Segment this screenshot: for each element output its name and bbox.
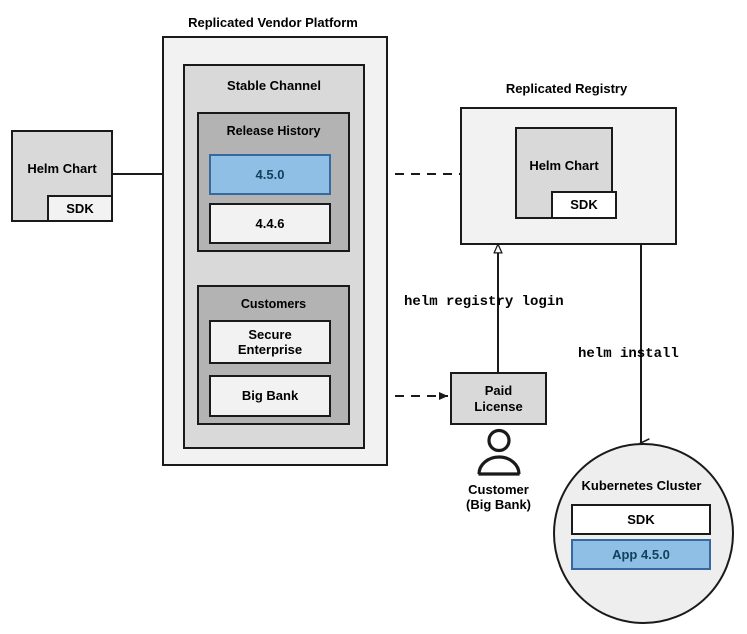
cluster-item-label: App 4.5.0 — [612, 546, 670, 562]
customer-item-big-bank[interactable]: Big Bank — [209, 375, 331, 417]
paid-license-box: Paid License — [450, 372, 547, 425]
kubernetes-cluster-title: Kubernetes Cluster — [581, 478, 702, 493]
source-helm-chart-label: Helm Chart — [27, 161, 97, 177]
source-sdk-label: SDK — [66, 200, 94, 216]
paid-license-line2: License — [474, 398, 523, 414]
customer-name-line2: Enterprise — [237, 342, 303, 357]
paid-license-line1: Paid — [484, 383, 513, 399]
customer-actor-line1: Customer — [468, 482, 529, 497]
vendor-platform-title: Replicated Vendor Platform — [188, 15, 358, 30]
customer-name-line1: Big Bank — [241, 388, 299, 404]
release-item-4-4-6[interactable]: 4.4.6 — [209, 203, 331, 244]
registry-helm-chart-label: Helm Chart — [529, 157, 599, 173]
release-item-4-5-0[interactable]: 4.5.0 — [209, 154, 331, 195]
command-registry-login: helm registry login — [404, 294, 564, 310]
customer-actor-line2: (Big Bank) — [466, 497, 531, 512]
command-helm-install: helm install — [578, 346, 679, 362]
stable-channel-title: Stable Channel — [227, 78, 321, 93]
release-version-label: 4.4.6 — [255, 215, 285, 231]
source-sdk-box: SDK — [47, 195, 113, 222]
cluster-item-app: App 4.5.0 — [571, 539, 711, 570]
registry-title: Replicated Registry — [505, 81, 628, 96]
customer-name-line1: Secure — [248, 326, 292, 342]
customer-item-secure-enterprise[interactable]: Secure Enterprise — [209, 320, 331, 364]
cluster-item-label: SDK — [627, 511, 655, 527]
release-history-title: Release History — [226, 124, 321, 138]
customers-title: Customers — [240, 297, 307, 311]
person-icon — [476, 428, 521, 476]
cluster-item-sdk: SDK — [571, 504, 711, 535]
registry-sdk-label: SDK — [570, 197, 598, 213]
registry-sdk-box: SDK — [551, 191, 617, 219]
customer-actor: Customer (Big Bank) — [438, 428, 559, 512]
release-version-label: 4.5.0 — [255, 166, 285, 182]
